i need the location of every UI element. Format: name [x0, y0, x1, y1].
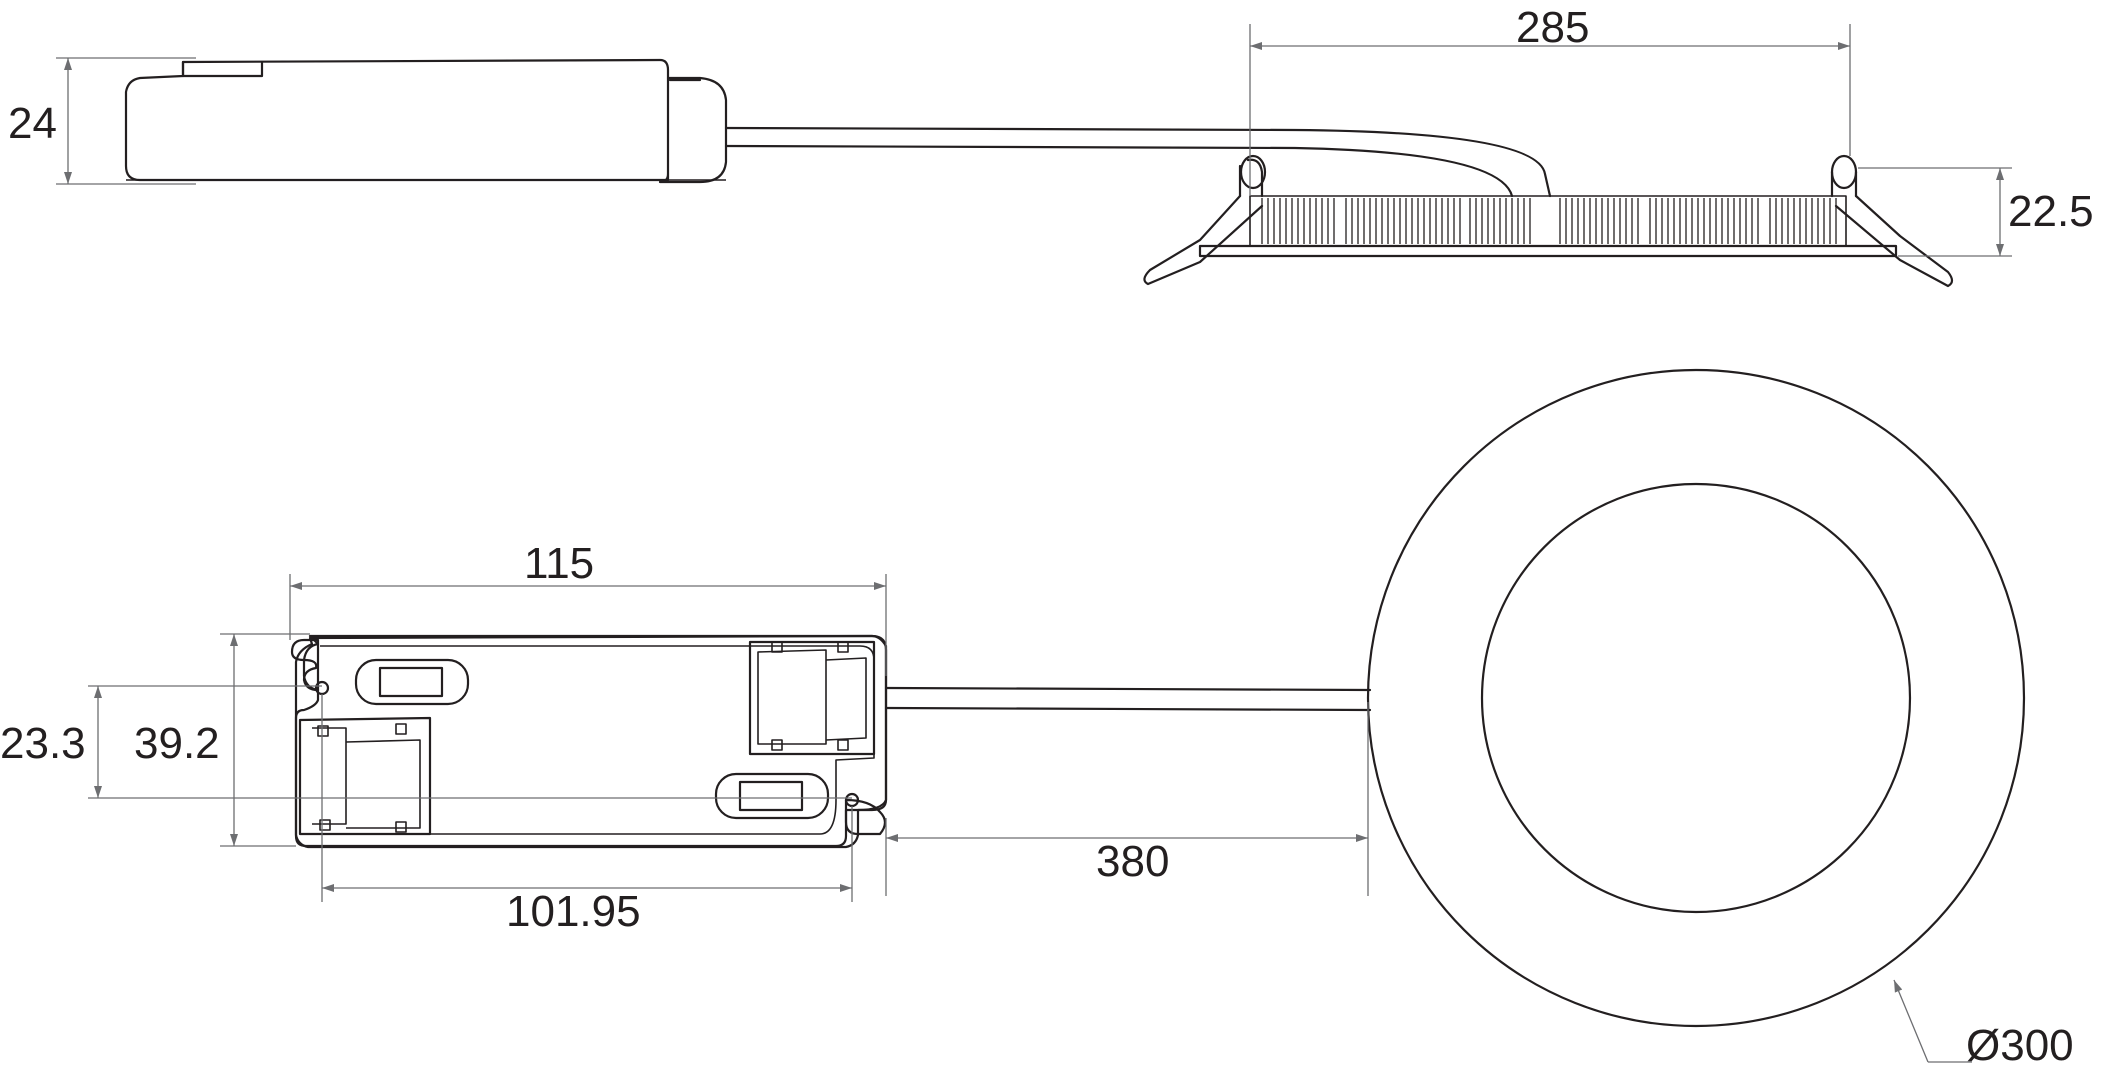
dim-cable-length: 380: [885, 702, 1369, 896]
dim-driver-width: 39.2: [134, 633, 310, 847]
label-driver-length: 115: [524, 539, 594, 588]
side-cable: [724, 126, 1552, 198]
dim-panel-height: 22.5: [1858, 167, 2094, 257]
panel-front-view: [1366, 368, 2026, 1028]
label-panel-height: 22.5: [2008, 187, 2094, 236]
label-driver-width: 39.2: [134, 719, 220, 768]
driver-top-view: [290, 634, 888, 849]
label-mount-offset: 23.3: [0, 719, 86, 768]
dim-panel-diameter: Ø300: [1893, 979, 2074, 1070]
dim-panel-width: 285: [1249, 3, 1851, 196]
label-hole-spacing: 101.95: [506, 887, 641, 936]
dim-driver-length: 115: [289, 539, 887, 676]
label-cable-length: 380: [1096, 837, 1169, 886]
dim-hole-spacing: 101.95: [321, 694, 853, 936]
panel-side-view: [1143, 154, 1954, 288]
top-cable: [884, 686, 1372, 712]
label-panel-diameter: Ø300: [1966, 1021, 2074, 1070]
label-driver-height: 24: [8, 99, 57, 148]
heatsink-fins: [1261, 198, 1837, 244]
driver-side-view: [124, 58, 728, 184]
dim-mount-offset: 23.3: [0, 685, 852, 799]
dim-driver-height: 24: [8, 57, 196, 185]
label-panel-width: 285: [1516, 3, 1589, 52]
